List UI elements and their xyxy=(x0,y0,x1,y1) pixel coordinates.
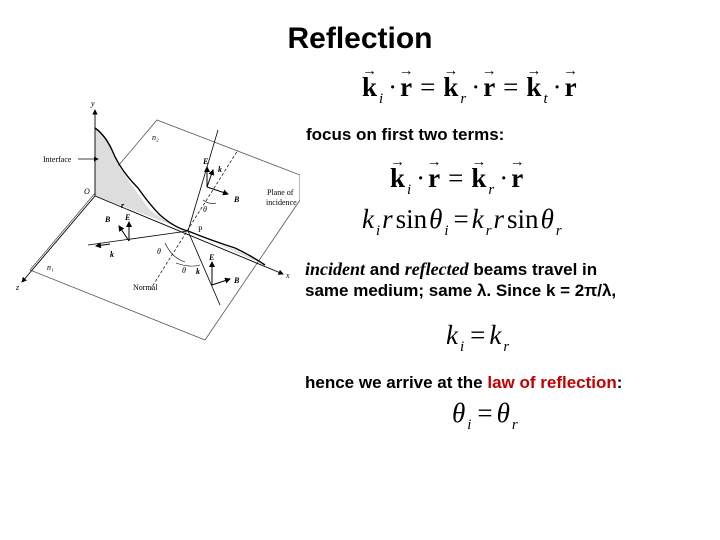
theta-t-label: θ xyxy=(203,205,207,214)
normal-label: Normal xyxy=(133,283,158,292)
vector-k: k xyxy=(362,72,377,103)
Er-label: E xyxy=(124,213,130,222)
Et-label: E xyxy=(202,157,208,166)
plane-label-2: incidence xyxy=(266,198,297,207)
law-of-reflection-highlight: law of reflection xyxy=(487,373,617,392)
equation-dot-products-three: ki·r=kr·r=kt·r xyxy=(362,72,577,108)
theta-label: θ xyxy=(182,266,186,275)
kt-label: k xyxy=(218,165,222,174)
slide-title: Reflection xyxy=(287,22,433,55)
interface-label: Interface xyxy=(43,155,72,164)
origin-label: O xyxy=(84,187,90,196)
r-vector-label: r xyxy=(121,201,125,210)
plane-label-1: Plane of xyxy=(267,188,294,197)
z-axis-label: z xyxy=(15,283,20,292)
n1-label: n₁ xyxy=(47,263,54,272)
conclusion-text: hence we arrive at the law of reflection… xyxy=(305,373,623,392)
y-axis-label: y xyxy=(90,99,95,108)
vector-r: r xyxy=(400,72,412,103)
equation-dot-products-two: ki·r=kr·r xyxy=(390,163,523,199)
Bt-label: B xyxy=(233,195,240,204)
n2-label: n₂ xyxy=(152,133,159,142)
reflection-diagram: y x z O P n₂ n₁ Interface Plane of incid… xyxy=(15,99,300,341)
plane-of-incidence xyxy=(29,119,300,341)
medium-paragraph: incident and reflected beams travel in s… xyxy=(305,259,617,300)
kr-label: k xyxy=(110,250,114,259)
Br-label: B xyxy=(104,215,111,224)
normal-line xyxy=(149,149,239,291)
k-label: k xyxy=(196,267,200,276)
focus-text: focus on first two terms: xyxy=(306,125,505,144)
x-axis xyxy=(94,195,284,275)
E-label: E xyxy=(208,253,214,262)
point-p-label: P xyxy=(198,225,203,234)
x-axis-label: x xyxy=(285,271,290,280)
B-label: B xyxy=(233,276,240,285)
interface-surface xyxy=(95,128,188,231)
theta-r-label: θ xyxy=(157,247,161,256)
z-axis xyxy=(21,195,96,283)
